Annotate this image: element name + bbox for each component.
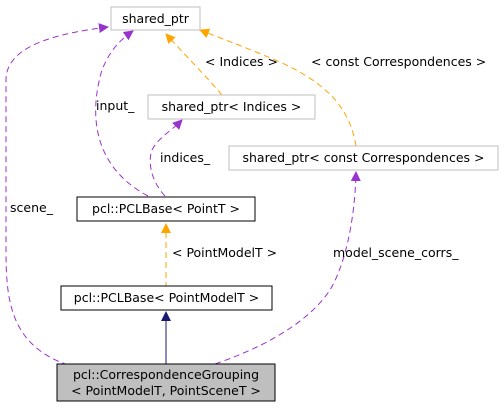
edge-correspondences-template: [199, 28, 357, 147]
node-shared-ptr-correspondences[interactable]: shared_ptr< const Correspondences >: [228, 145, 499, 171]
node-pclbase-pointt[interactable]: pcl::PCLBase< PointT >: [76, 196, 256, 222]
node-correspondence-grouping-line1: pcl::CorrespondenceGrouping: [73, 367, 259, 382]
node-pclbase-pointmodelt-label: pcl::PCLBase< PointModelT >: [74, 290, 259, 305]
node-shared-ptr-correspondences-label: shared_ptr< const Correspondences >: [242, 150, 484, 165]
node-shared-ptr-indices[interactable]: shared_ptr< Indices >: [147, 94, 316, 120]
node-pclbase-pointmodelt[interactable]: pcl::PCLBase< PointModelT >: [60, 285, 273, 311]
node-shared-ptr-label: shared_ptr: [122, 11, 190, 26]
edge-label-indices-template: < Indices >: [205, 54, 278, 69]
edge-label-pointmodel-template: < PointModelT >: [172, 245, 277, 260]
edge-indices-template: [165, 33, 223, 96]
edge-input: [95, 30, 149, 197]
edge-label-correspondences-template: < const Correspondences >: [311, 54, 486, 69]
edge-scene: [5, 23, 109, 366]
edge-indices: [149, 119, 183, 197]
edge-label-input: input_: [96, 98, 135, 113]
edge-label-model-scene-corrs: model_scene_corrs_: [333, 245, 459, 260]
node-shared-ptr[interactable]: shared_ptr: [110, 6, 201, 31]
edge-label-indices: indices_: [160, 150, 211, 165]
edge-label-scene: scene_: [10, 200, 54, 215]
node-correspondence-grouping-line2: < PointModelT, PointSceneT >: [71, 383, 261, 398]
node-correspondence-grouping[interactable]: pcl::CorrespondenceGrouping < PointModel…: [56, 363, 276, 402]
node-shared-ptr-indices-label: shared_ptr< Indices >: [162, 99, 302, 114]
node-pclbase-pointt-label: pcl::PCLBase< PointT >: [92, 201, 240, 216]
